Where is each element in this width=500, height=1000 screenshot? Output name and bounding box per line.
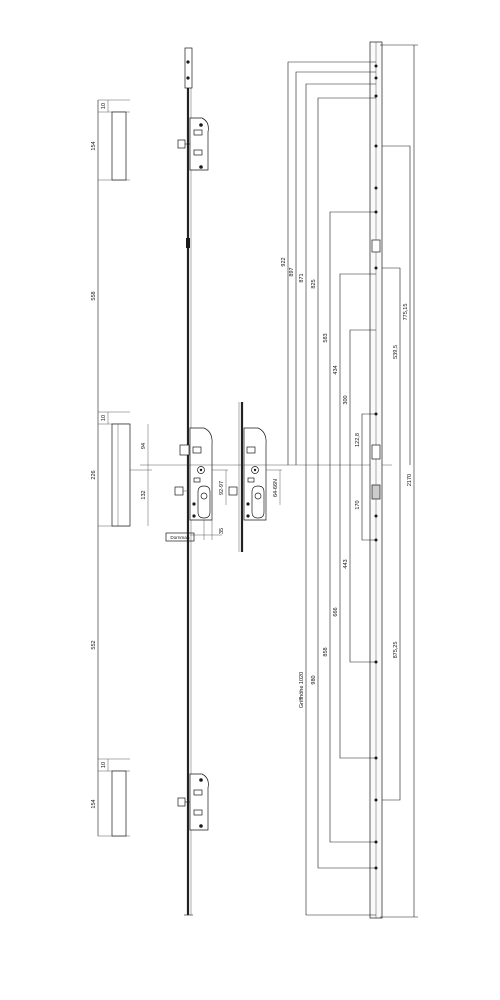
dim-122-8: 122,8 <box>355 433 361 447</box>
dim-443: 443 <box>343 559 349 568</box>
keeper-center <box>111 423 131 527</box>
dim-center-gap: 10 <box>101 415 107 421</box>
dim-center-lower: 132 <box>141 490 147 499</box>
dim-775-15: 775,15 <box>403 304 409 321</box>
dim-170: 170 <box>355 500 361 509</box>
faceplate-holes <box>374 64 378 870</box>
dim-922: 922 <box>281 257 287 266</box>
upper-stack: 922 897 871 825 583 434 300 122,8 <box>281 61 376 465</box>
dim-top-gap: 10 <box>101 103 107 109</box>
dim-980: 980 <box>311 675 317 684</box>
dim-total: 2170 <box>407 474 413 486</box>
dim-top-keeper: 154 <box>91 141 97 150</box>
right-dimensions: 2170 922 897 871 825 583 434 300 122,8 <box>281 44 418 918</box>
lower-stack: 170 443 666 858 980 Griffhöhe 1020 <box>299 465 376 916</box>
dim-center-upper: 94 <box>141 443 147 449</box>
dim-434: 434 <box>333 365 339 374</box>
right-side-dims: 775,15 539,5 875,25 <box>382 145 411 801</box>
dim-dorn-value: 35 <box>219 528 225 534</box>
dim-center-keeper: 226 <box>91 470 97 479</box>
dim-858: 858 <box>323 647 329 656</box>
keeper-bottom <box>111 770 127 837</box>
left-keeper-dimensions: 10 154 558 10 226 94 132 552 10 154 <box>91 99 152 837</box>
dim-300: 300 <box>343 395 349 404</box>
second-lock-bar: 64-66N <box>228 402 282 552</box>
dim-897: 897 <box>289 267 295 276</box>
faceplate-bar <box>369 41 392 919</box>
top-hook-lock <box>177 117 209 171</box>
dim-875-25: 875,25 <box>393 642 399 659</box>
keeper-top <box>111 111 127 181</box>
dim-span-upper: 558 <box>91 291 97 300</box>
dim-666: 666 <box>333 607 339 616</box>
dim-backset-2: 64-66N <box>273 479 279 497</box>
dim-span-lower: 552 <box>91 640 97 649</box>
center-main-lock: 92-97 35 Dornmaß <box>165 427 228 542</box>
dim-871: 871 <box>299 273 305 282</box>
dim-825: 825 <box>311 279 317 288</box>
dim-bottom-gap: 10 <box>101 762 107 768</box>
bottom-hook-lock <box>177 773 209 831</box>
dim-grip-height: Griffhöhe 1020 <box>299 672 305 708</box>
dim-539-5: 539,5 <box>393 345 399 359</box>
dorn-label: Dornmaß <box>170 535 189 540</box>
dim-583: 583 <box>323 333 329 342</box>
dim-bottom-keeper: 154 <box>91 799 97 808</box>
dim-backset-1: 92-97 <box>219 481 225 495</box>
